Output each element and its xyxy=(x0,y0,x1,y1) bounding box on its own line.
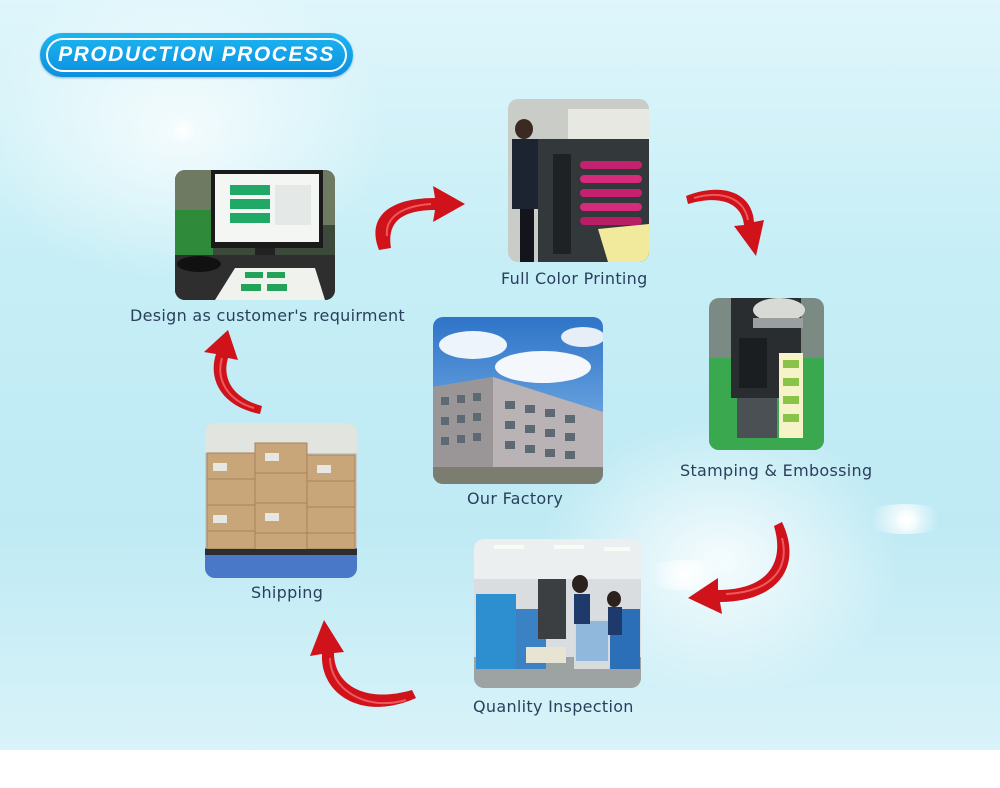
shipping-photo xyxy=(205,423,357,578)
stamping-photo xyxy=(709,298,824,450)
design-label: Design as customer's requirment xyxy=(130,306,405,325)
stamping-label: Stamping & Embossing xyxy=(680,461,873,480)
inspection-label: Quanlity Inspection xyxy=(473,697,634,716)
sparkle-decoration xyxy=(170,118,196,144)
title-banner-border xyxy=(46,38,347,72)
factory-photo xyxy=(433,317,603,484)
sparkle-decoration xyxy=(895,508,921,534)
factory-label: Our Factory xyxy=(467,489,564,508)
design-photo xyxy=(175,170,335,300)
title-banner: PRODUCTION PROCESS xyxy=(40,33,353,77)
inspection-photo xyxy=(474,539,641,688)
curved-arrow-icon xyxy=(310,620,416,707)
page-background: PRODUCTION PROCESS Design as customer's … xyxy=(0,0,1000,750)
curved-arrow-icon xyxy=(375,186,465,250)
curved-arrow-icon xyxy=(688,522,790,614)
bottom-strip xyxy=(0,750,1000,788)
printing-photo xyxy=(508,99,649,262)
printing-label: Full Color Printing xyxy=(501,269,648,288)
shipping-label: Shipping xyxy=(251,583,324,602)
curved-arrow-icon xyxy=(204,330,262,414)
page-title: PRODUCTION PROCESS xyxy=(58,43,335,66)
curved-arrow-icon xyxy=(686,189,764,256)
